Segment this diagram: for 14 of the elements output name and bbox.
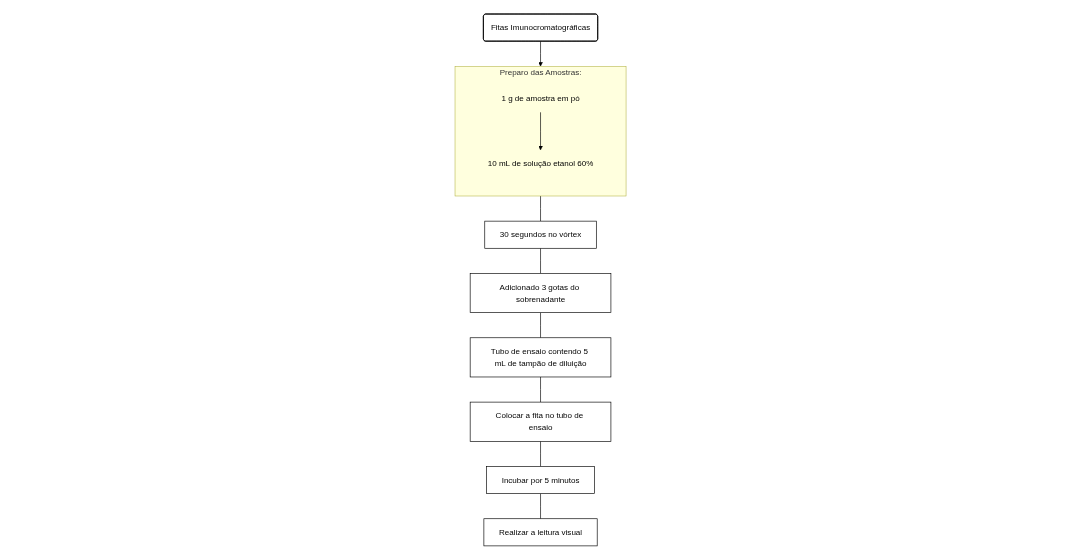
node-box: 30 segundos no vórtex: [484, 220, 597, 249]
node-box: Tubo de ensaio contendo 5 mL de tampão de diluição: [469, 337, 612, 378]
connector: [540, 312, 541, 339]
node-box: Realizar a leitura visual: [483, 518, 598, 547]
connector: [540, 493, 541, 520]
node-box: Incubar por 5 minutos: [486, 466, 595, 494]
connector: [540, 441, 541, 467]
node-text: 10 mL de solução etanol 60%: [487, 159, 594, 168]
connector: [540, 195, 541, 222]
node-text: 1 g de amostra em pó: [501, 94, 580, 103]
node-box: Colocar a fita no tubo de ensaio: [469, 401, 612, 442]
node-box: Adicionado 3 gotas do sobrenadante: [469, 273, 612, 313]
connector: [540, 248, 541, 274]
connector: [540, 376, 541, 403]
